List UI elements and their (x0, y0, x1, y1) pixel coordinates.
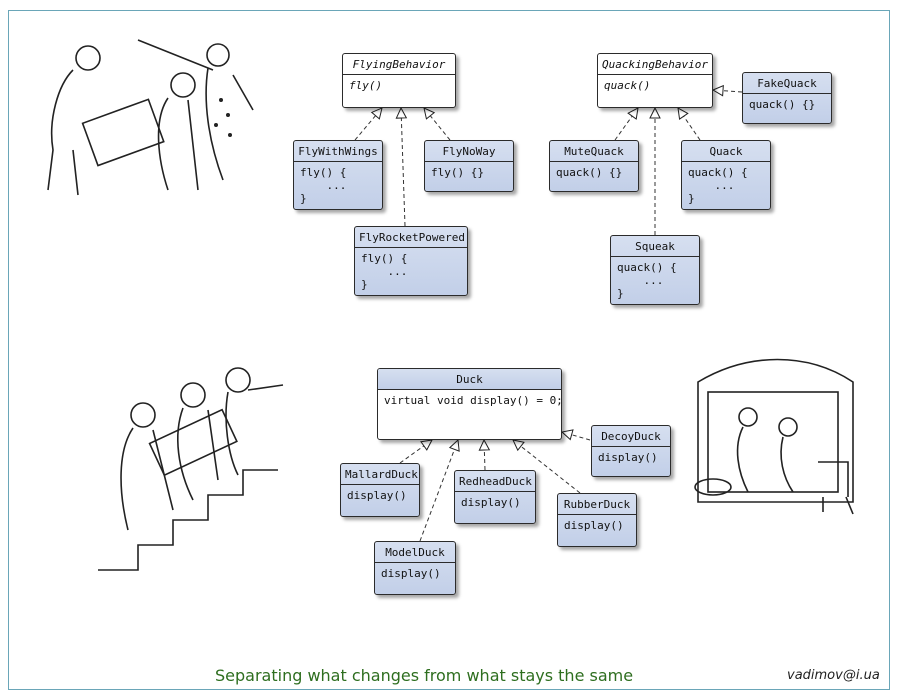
class-fly-with-wings[interactable]: FlyWithWings fly() { ... } (293, 140, 383, 210)
class-name: FlyWithWings (294, 141, 382, 162)
class-name: FlyNoWay (425, 141, 513, 162)
arrow-flynoway-to-flyingbehavior (424, 108, 451, 141)
class-quacking-behavior[interactable]: QuackingBehavior quack() (597, 53, 713, 108)
author-signature: vadimov@i.ua (787, 668, 880, 683)
class-body: display() (347, 489, 407, 502)
class-duck[interactable]: Duck virtual void display() = 0; (377, 368, 562, 440)
class-name: FlyRocketPowered (355, 227, 467, 248)
class-body: fly() { ... } (361, 252, 408, 291)
class-flying-behavior[interactable]: FlyingBehavior fly() (342, 53, 456, 108)
class-body: quack() { ... } (617, 261, 677, 300)
arrow-quack-to-quackingbehavior (678, 108, 701, 141)
class-name: QuackingBehavior (598, 54, 712, 75)
arrow-flyrocketpowered-to-flyingbehavior (401, 108, 405, 227)
class-fly-rocket-powered[interactable]: FlyRocketPowered fly() { ... } (354, 226, 468, 296)
movers-on-stairs-illustration (98, 367, 284, 571)
class-body: quack() {} (556, 166, 623, 179)
class-mallard-duck[interactable]: MallardDuck display() (340, 463, 420, 517)
class-body: quack() {} (749, 98, 816, 111)
arrow-rubberduck-to-duck (513, 440, 581, 494)
class-decoy-duck[interactable]: DecoyDuck display() (591, 425, 671, 477)
arrow-mutequack-to-quackingbehavior (614, 108, 638, 141)
class-name: DecoyDuck (592, 426, 670, 447)
class-redhead-duck[interactable]: RedheadDuck display() (454, 470, 536, 524)
class-name: RubberDuck (558, 494, 636, 515)
class-fake-quack[interactable]: FakeQuack quack() {} (742, 72, 832, 124)
arrow-modelduck-to-duck (419, 440, 458, 542)
class-name: Quack (682, 141, 770, 162)
class-name: Duck (378, 369, 561, 390)
class-name: RedheadDuck (455, 471, 535, 492)
arrow-flywithwings-to-flyingbehavior (354, 108, 382, 141)
class-name: FakeQuack (743, 73, 831, 94)
class-body: fly() { ... } (300, 166, 347, 205)
class-name: ModelDuck (375, 542, 455, 563)
class-name: MallardDuck (341, 464, 419, 485)
class-mute-quack[interactable]: MuteQuack quack() {} (549, 140, 639, 192)
class-body: fly() {} (431, 166, 484, 179)
arrow-redheadduck-to-duck (484, 440, 485, 471)
class-name: MuteQuack (550, 141, 638, 162)
class-fly-no-way[interactable]: FlyNoWay fly() {} (424, 140, 514, 192)
class-body: display() (381, 567, 441, 580)
class-name: Squeak (611, 236, 699, 257)
class-body: display() (564, 519, 624, 532)
arrow-decoyduck-to-duck (562, 432, 591, 441)
class-method: quack() (604, 79, 651, 92)
arrow-fakequack-to-quackingbehavior (713, 90, 743, 92)
moving-van-illustration (694, 358, 854, 515)
movers-carrying-box-illustration (47, 39, 254, 196)
figure-caption: Separating what changes from what stays … (215, 666, 634, 685)
class-body: display() (598, 451, 658, 464)
class-quack[interactable]: Quack quack() { ... } (681, 140, 771, 210)
class-name: FlyingBehavior (343, 54, 455, 75)
class-method: fly() (349, 79, 383, 92)
class-rubber-duck[interactable]: RubberDuck display() (557, 493, 637, 547)
class-method: virtual void display() = 0; (384, 394, 562, 407)
class-squeak[interactable]: Squeak quack() { ... } (610, 235, 700, 305)
class-body: display() (461, 496, 521, 509)
class-model-duck[interactable]: ModelDuck display() (374, 541, 456, 595)
class-body: quack() { ... } (688, 166, 748, 205)
arrow-mallardduck-to-duck (399, 440, 432, 464)
page-frame (8, 10, 890, 690)
